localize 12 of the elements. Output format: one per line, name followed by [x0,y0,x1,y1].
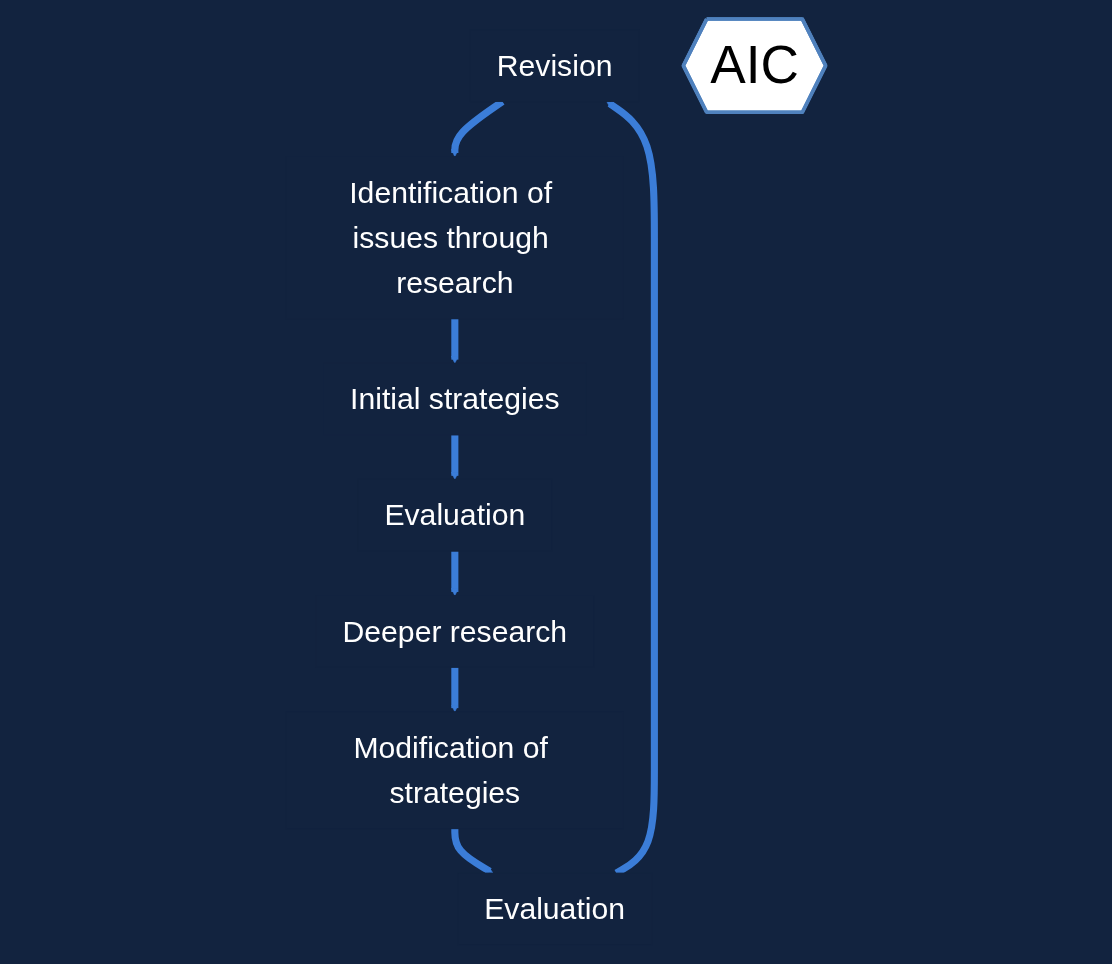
node-text: Evaluation [384,497,526,532]
node-text: Revision [496,48,613,83]
node-text: Deeper research [342,614,568,648]
arrow [450,551,459,596]
node-text: Modification of strategies [353,730,548,810]
arrow [451,828,494,875]
arrow [450,318,459,364]
arrow [450,435,459,480]
node-text: Initial strategies [350,381,560,416]
node-text: Evaluation [484,891,626,926]
node-text: Identification of issues through research [349,175,553,300]
arrow [450,667,459,713]
